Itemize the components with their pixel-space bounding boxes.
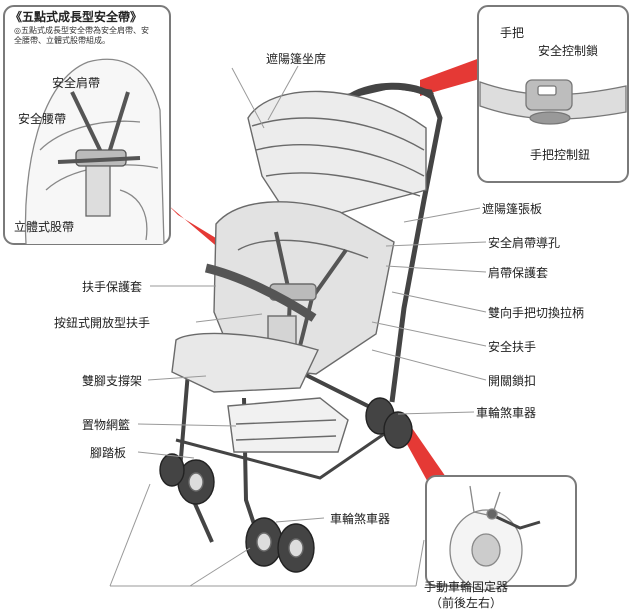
inset-harness-note: ◎五點式成長型安全帶為安全肩帶、安全腰帶、立體式股帶組成。 <box>14 26 149 45</box>
callout-wedge-wheel <box>398 428 448 486</box>
label-shoulder-belt-hole: 安全肩帶導孔 <box>488 236 561 250</box>
label-handle-button: 手把控制鈕 <box>530 148 591 162</box>
label-footrest: 腳踏板 <box>90 446 127 460</box>
label-shoulder-belt: 安全肩帶 <box>52 76 101 90</box>
label-dual-support: 雙腳支撐架 <box>82 374 143 388</box>
label-fold-lock: 開關鎖扣 <box>488 374 537 388</box>
label-armrest-cover: 扶手保護套 <box>82 280 143 294</box>
label-safety-lock: 安全控制鎖 <box>538 44 599 58</box>
label-shoulder-pad: 肩帶保護套 <box>488 266 549 280</box>
label-handle: 手把 <box>500 26 525 40</box>
label-safety-armrest: 安全扶手 <box>488 340 537 354</box>
label-crotch-belt: 立體式股帶 <box>14 220 75 234</box>
callout-wedge-handle <box>420 58 483 96</box>
label-waist-belt: 安全腰帶 <box>18 112 67 126</box>
label-canopy-seat: 遮陽篷坐席 <box>266 52 327 66</box>
label-wheel-brake-right: 車輪煞車器 <box>476 406 537 420</box>
stroller-illustration <box>159 82 443 573</box>
label-push-button-armrest: 按鈕式開放型扶手 <box>54 316 151 330</box>
leader-lines <box>109 65 487 587</box>
label-canopy-panel: 遮陽篷張板 <box>482 202 543 216</box>
label-wheel-lock-sub: （前後左右） <box>430 596 503 610</box>
inset-handle-drawing <box>479 79 627 125</box>
inset-wheel-drawing <box>449 485 541 591</box>
label-basket: 置物網籃 <box>82 418 131 432</box>
label-reversible-handle-lever: 雙向手把切換拉柄 <box>488 306 585 320</box>
inset-harness-drawing <box>24 58 165 245</box>
inset-harness-title: 《五點式成長型安全帶》 <box>10 10 143 24</box>
label-wheel-brake-bottom: 車輪煞車器 <box>330 512 391 526</box>
label-wheel-lock: 手動車輪固定器 <box>424 580 509 594</box>
